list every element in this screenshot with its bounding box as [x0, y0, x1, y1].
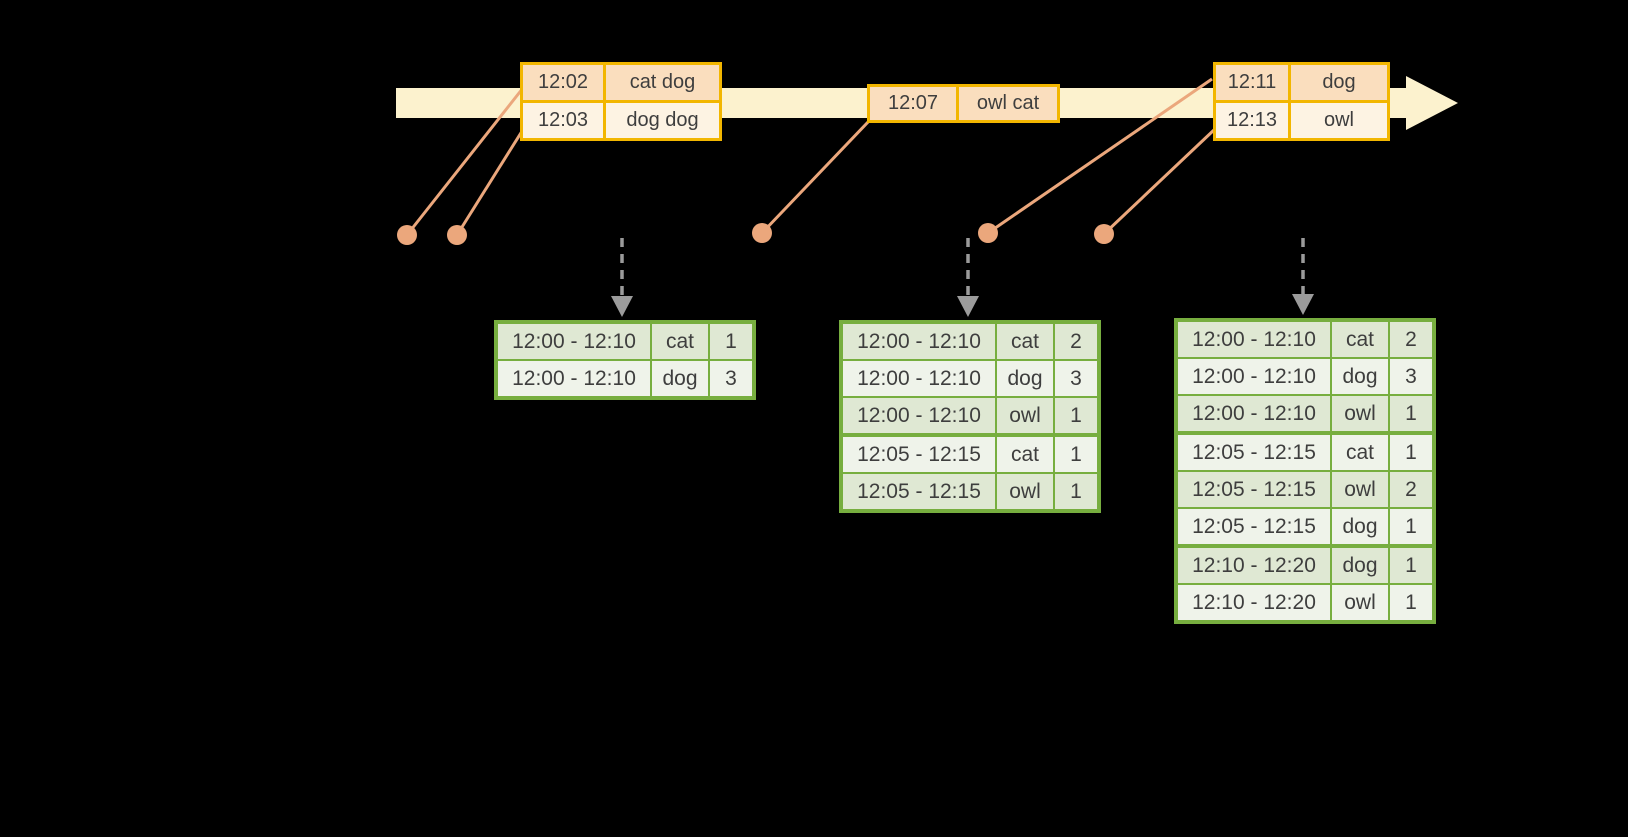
count-cell: 2 [1390, 472, 1432, 507]
trigger-arrowhead-icon [611, 296, 633, 317]
window-cell: 12:00 - 12:10 [843, 361, 995, 396]
result-table-2: 12:00 - 12:10 cat 2 12:00 - 12:10 dog 3 … [839, 320, 1101, 513]
event-words-cell: owl [1291, 103, 1387, 138]
connector-line [455, 127, 526, 236]
count-cell: 2 [1055, 324, 1097, 359]
count-cell: 1 [710, 324, 752, 359]
word-cell: dog [1332, 509, 1388, 544]
event-words-cell: owl cat [959, 87, 1057, 120]
count-cell: 1 [1055, 398, 1097, 433]
word-cell: owl [1332, 472, 1388, 507]
count-cell: 3 [1390, 359, 1432, 394]
window-cell: 12:05 - 12:15 [1178, 509, 1330, 544]
window-cell: 12:00 - 12:10 [1178, 359, 1330, 394]
window-group: 12:05 - 12:15 cat 1 12:05 - 12:15 owl 1 [843, 437, 1097, 509]
window-group: 12:00 - 12:10 cat 2 12:00 - 12:10 dog 3 … [843, 324, 1097, 433]
trigger-arrowhead-icon [957, 296, 979, 317]
window-cell: 12:10 - 12:20 [1178, 548, 1330, 583]
window-cell: 12:00 - 12:10 [498, 361, 650, 396]
event-words-cell: dog dog [606, 103, 719, 138]
count-cell: 1 [1055, 474, 1097, 509]
window-cell: 12:05 - 12:15 [843, 437, 995, 472]
window-cell: 12:00 - 12:10 [843, 398, 995, 433]
word-cell: cat [997, 437, 1053, 472]
connector-line [405, 87, 525, 236]
window-cell: 12:10 - 12:20 [1178, 585, 1330, 620]
count-cell: 3 [1055, 361, 1097, 396]
window-cell: 12:05 - 12:15 [1178, 435, 1330, 470]
window-group: 12:00 - 12:10 cat 2 12:00 - 12:10 dog 3 … [1178, 322, 1432, 431]
window-group: 12:05 - 12:15 cat 1 12:05 - 12:15 owl 2 … [1178, 435, 1432, 544]
connector-line [1102, 127, 1217, 236]
count-cell: 1 [1055, 437, 1097, 472]
result-table-1: 12:00 - 12:10 cat 1 12:00 - 12:10 dog 3 [494, 320, 756, 400]
word-cell: cat [1332, 435, 1388, 470]
window-cell: 12:00 - 12:10 [498, 324, 650, 359]
event-table-1: 12:02 cat dog 12:03 dog dog [520, 62, 722, 141]
trigger-arrowhead-icon [1292, 294, 1314, 315]
event-dot [397, 225, 417, 245]
word-cell: cat [997, 324, 1053, 359]
event-dot [1094, 224, 1114, 244]
event-time-cell: 12:11 [1216, 65, 1288, 100]
event-dot [752, 223, 772, 243]
event-time-cell: 12:13 [1216, 103, 1288, 138]
word-cell: owl [997, 398, 1053, 433]
event-dot [447, 225, 467, 245]
word-cell: owl [1332, 396, 1388, 431]
count-cell: 1 [1390, 585, 1432, 620]
count-cell: 1 [1390, 548, 1432, 583]
timeline-arrowhead-icon [1406, 76, 1458, 130]
window-cell: 12:00 - 12:10 [1178, 322, 1330, 357]
trigger-arrow [1292, 238, 1314, 315]
event-time-cell: 12:07 [870, 87, 956, 120]
window-group: 12:00 - 12:10 cat 1 12:00 - 12:10 dog 3 [498, 324, 752, 396]
event-dot [978, 223, 998, 243]
connector-line [987, 77, 1213, 235]
word-cell: cat [1332, 322, 1388, 357]
trigger-arrow [611, 238, 633, 317]
event-table-3: 12:11 dog 12:13 owl [1213, 62, 1390, 141]
word-cell: owl [997, 474, 1053, 509]
window-cell: 12:05 - 12:15 [1178, 472, 1330, 507]
count-cell: 1 [1390, 509, 1432, 544]
connector-line [760, 119, 871, 235]
event-table-2: 12:07 owl cat [867, 84, 1060, 123]
event-time-cell: 12:02 [523, 65, 603, 100]
event-words-cell: dog [1291, 65, 1387, 100]
count-cell: 2 [1390, 322, 1432, 357]
word-cell: dog [1332, 548, 1388, 583]
window-cell: 12:00 - 12:10 [843, 324, 995, 359]
word-cell: dog [997, 361, 1053, 396]
window-group: 12:10 - 12:20 dog 1 12:10 - 12:20 owl 1 [1178, 548, 1432, 620]
count-cell: 3 [710, 361, 752, 396]
count-cell: 1 [1390, 435, 1432, 470]
window-cell: 12:05 - 12:15 [843, 474, 995, 509]
event-time-cell: 12:03 [523, 103, 603, 138]
window-cell: 12:00 - 12:10 [1178, 396, 1330, 431]
event-words-cell: cat dog [606, 65, 719, 100]
word-cell: cat [652, 324, 708, 359]
result-table-3: 12:00 - 12:10 cat 2 12:00 - 12:10 dog 3 … [1174, 318, 1436, 624]
word-cell: dog [652, 361, 708, 396]
word-cell: dog [1332, 359, 1388, 394]
count-cell: 1 [1390, 396, 1432, 431]
trigger-arrow [957, 238, 979, 317]
word-cell: owl [1332, 585, 1388, 620]
